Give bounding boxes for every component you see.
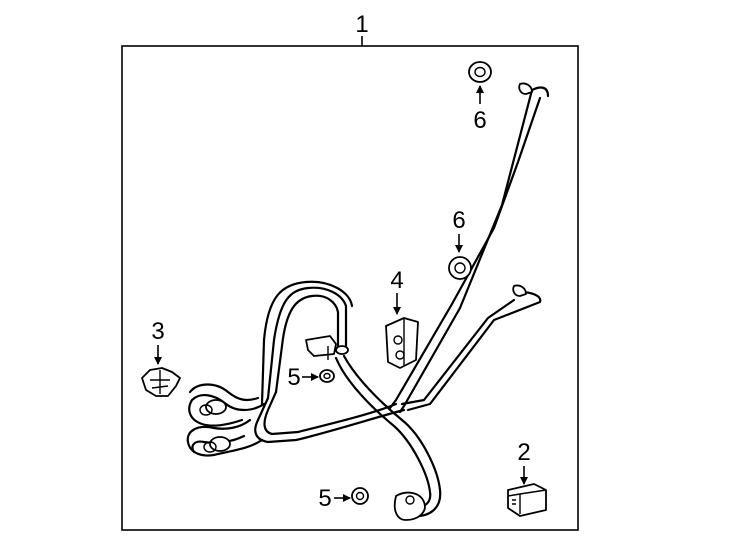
callout-2: 2 [517, 439, 530, 466]
callout-5-bottom: 5 [318, 485, 331, 512]
diagram-frame [121, 45, 579, 531]
seal-part-6-top [468, 61, 492, 83]
clip-part-2 [507, 483, 547, 517]
retainer-part-4 [385, 317, 419, 369]
cooler-line-assembly [186, 82, 550, 521]
seal-part-6-mid [448, 256, 472, 280]
callout-1: 1 [355, 11, 368, 38]
callout-6-top: 6 [473, 107, 486, 134]
o-ring-part-5-left [319, 369, 335, 383]
callout-6-mid: 6 [452, 207, 465, 234]
callout-3: 3 [151, 318, 164, 345]
bracket-part-3 [141, 367, 181, 397]
callout-4: 4 [390, 267, 403, 294]
o-ring-part-5-bottom [351, 487, 369, 505]
callout-5-left: 5 [287, 364, 300, 391]
